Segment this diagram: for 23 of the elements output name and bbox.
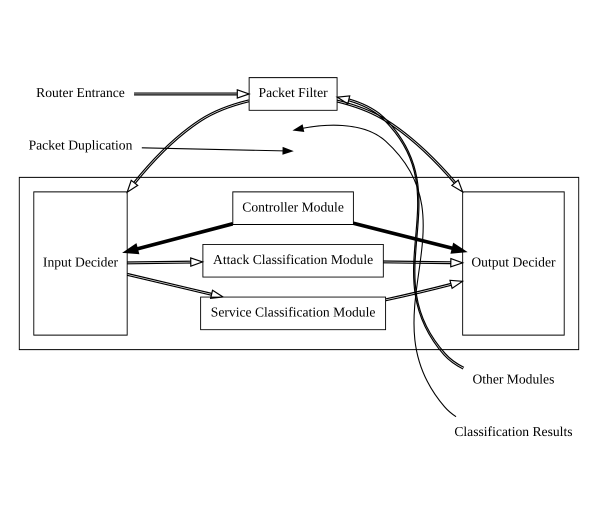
- node-text: Packet Duplication: [28, 138, 132, 153]
- node-box: Input Decider: [33, 191, 128, 336]
- node-text: Other Modules: [472, 372, 554, 387]
- arrow: [385, 280, 464, 302]
- arrow: [292, 124, 456, 418]
- arrow: [134, 88, 251, 99]
- arrow: [384, 258, 464, 268]
- arrow: [336, 100, 464, 194]
- node-text: Router Entrance: [36, 85, 125, 100]
- arrow: [127, 257, 204, 268]
- node-box: Output Decider: [462, 191, 565, 336]
- arrow: [336, 95, 464, 370]
- node-box: Packet Filter: [248, 77, 338, 111]
- node-box: Controller Module: [232, 191, 354, 225]
- node-text: Classification Results: [454, 424, 573, 440]
- arrow: [127, 272, 225, 299]
- arrow: [126, 99, 250, 194]
- cluster: [18, 176, 580, 350]
- arrow: [353, 221, 468, 254]
- arrow: [142, 146, 294, 155]
- node-box: Attack Classification Module: [202, 244, 384, 278]
- arrow: [122, 222, 234, 254]
- node-box: Service Classification Module: [200, 296, 386, 330]
